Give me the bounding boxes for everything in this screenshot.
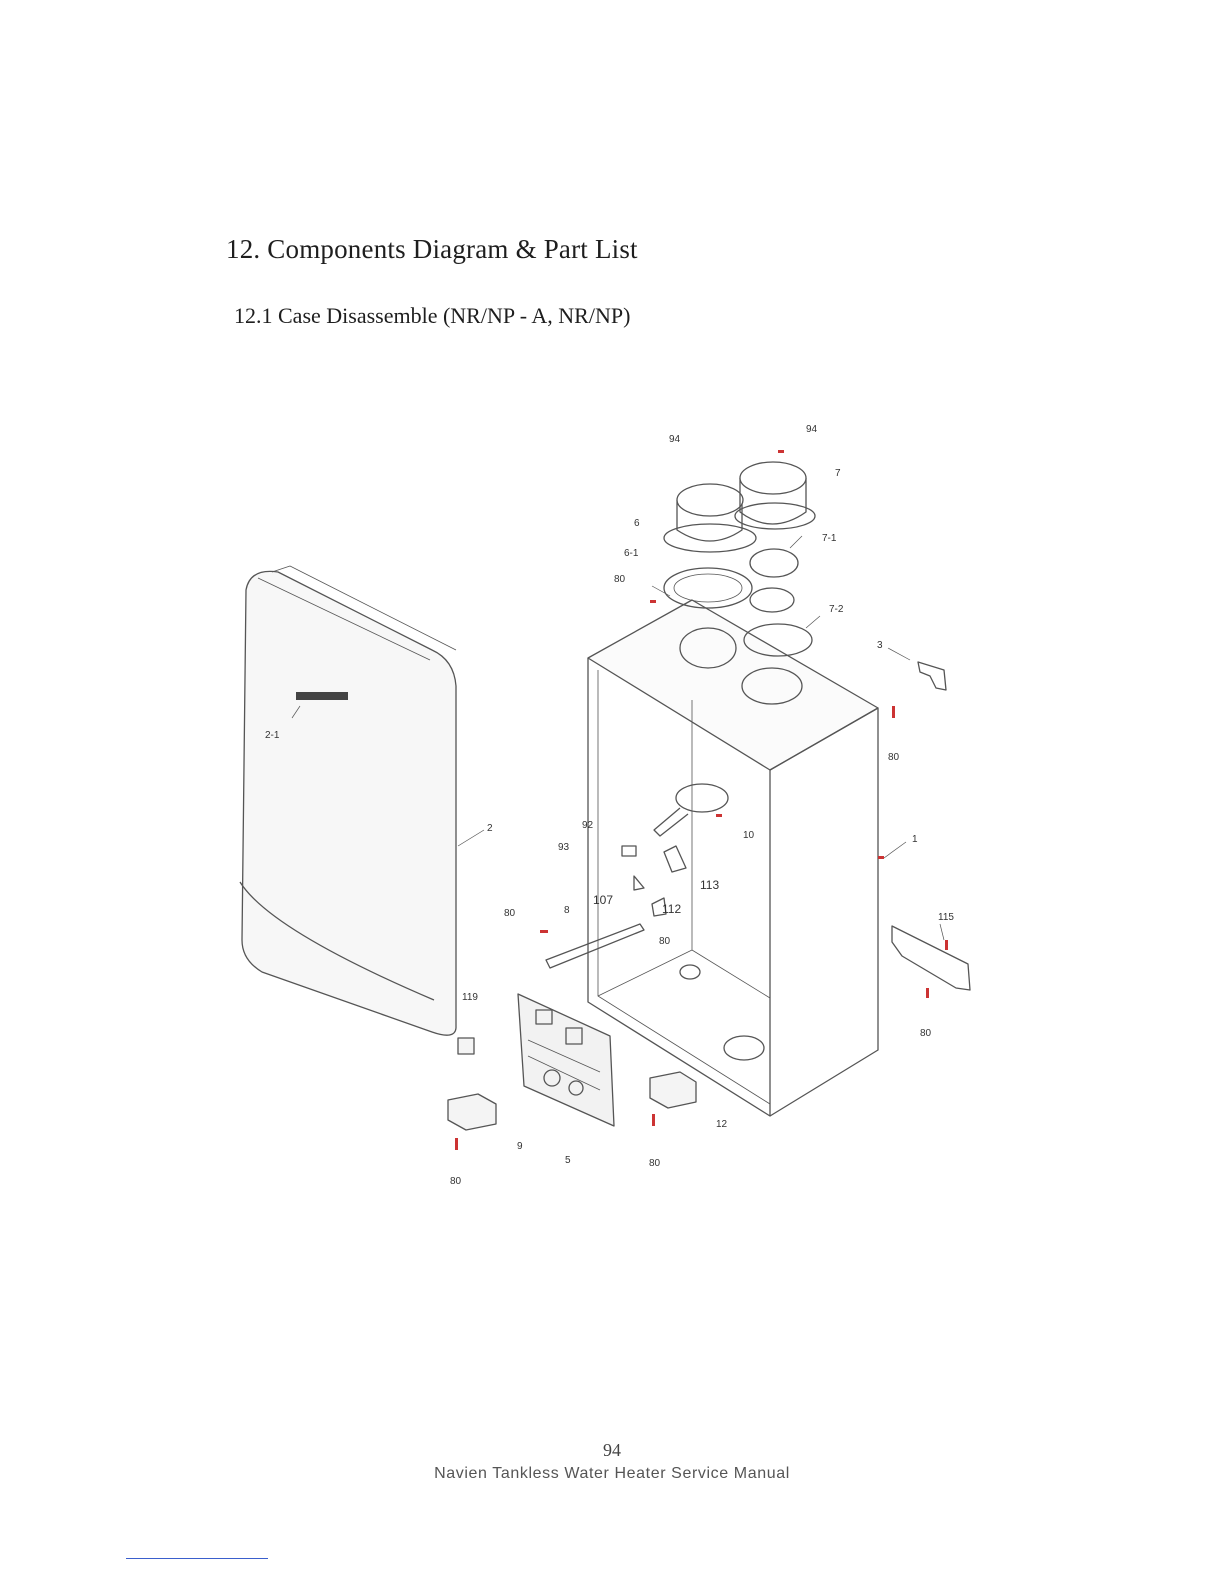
callout-7-1: 7-1 bbox=[822, 533, 837, 544]
front-cover-part bbox=[240, 566, 456, 1035]
bracket-part bbox=[918, 662, 946, 690]
callout-80-bottom-mid: 80 bbox=[649, 1158, 661, 1169]
callout-10: 10 bbox=[743, 830, 755, 841]
callout-94b: 94 bbox=[806, 424, 818, 435]
callout-80-top: 80 bbox=[614, 574, 626, 585]
callout-80-bottom-left: 80 bbox=[450, 1176, 462, 1187]
rear-bracket-part bbox=[892, 926, 970, 990]
callout-115: 115 bbox=[938, 912, 954, 923]
callout-3: 3 bbox=[877, 640, 883, 651]
callout-119: 119 bbox=[462, 992, 478, 1003]
page-number: 94 bbox=[0, 1440, 1224, 1461]
callout-80-mid: 80 bbox=[659, 936, 671, 947]
flue-sensor-part bbox=[654, 784, 728, 836]
callout-93: 93 bbox=[558, 842, 570, 853]
callout-113: 113 bbox=[700, 878, 719, 892]
callout-7-2: 7-2 bbox=[829, 604, 844, 615]
pcb-board-part bbox=[518, 994, 614, 1126]
callout-107: 107 bbox=[593, 893, 613, 907]
callout-2: 2 bbox=[487, 823, 493, 834]
callout-1: 1 bbox=[912, 834, 918, 845]
callout-80-lower-right: 80 bbox=[920, 1028, 932, 1039]
callout-2-1: 2-1 bbox=[265, 730, 280, 741]
callout-6: 6 bbox=[634, 518, 640, 529]
callout-112: 112 bbox=[662, 902, 681, 916]
footnote-rule bbox=[126, 1558, 268, 1559]
callout-80-right: 80 bbox=[888, 752, 900, 763]
callout-9: 9 bbox=[517, 1141, 523, 1152]
callout-8: 8 bbox=[564, 905, 570, 916]
callout-12: 12 bbox=[716, 1119, 728, 1130]
callout-5: 5 bbox=[565, 1155, 571, 1166]
callout-6-1: 6-1 bbox=[624, 548, 639, 559]
logo-badge bbox=[296, 692, 348, 700]
case-box-part bbox=[588, 600, 878, 1116]
callout-7: 7 bbox=[835, 468, 841, 479]
callout-94a: 94 bbox=[669, 434, 681, 445]
callout-92: 92 bbox=[582, 820, 594, 831]
manual-title: Navien Tankless Water Heater Service Man… bbox=[0, 1465, 1224, 1483]
callout-80-left: 80 bbox=[504, 908, 516, 919]
